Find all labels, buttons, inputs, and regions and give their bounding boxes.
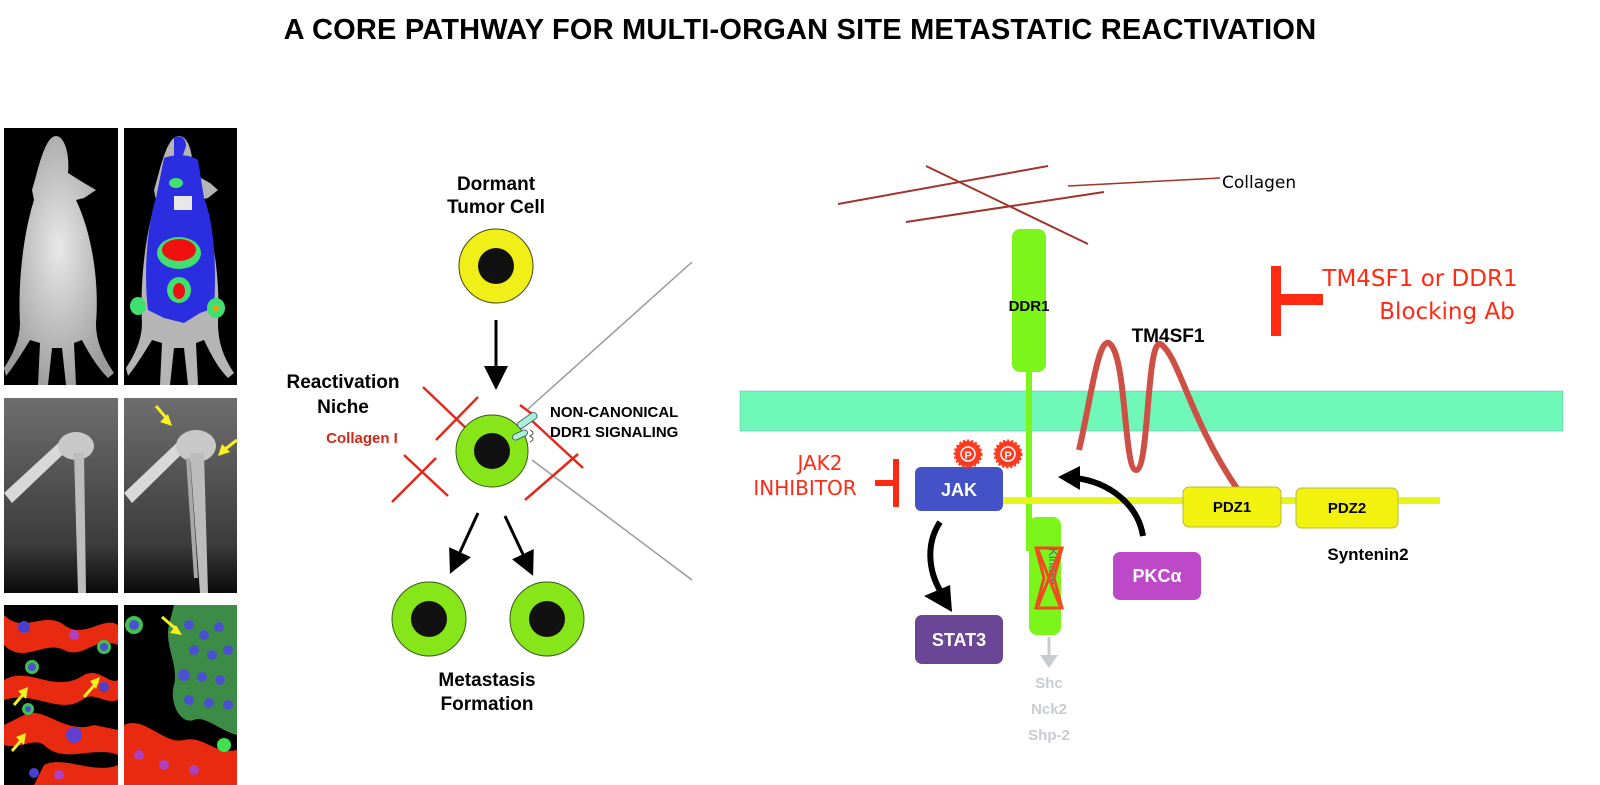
dormant-label-line2: Tumor Cell xyxy=(447,197,545,218)
lung-if-colony-image xyxy=(124,605,237,785)
ddr1-receptor-icon xyxy=(517,412,538,429)
mouse-bioluminescence-panel xyxy=(124,128,237,385)
pdz1-domain xyxy=(1182,486,1282,528)
tm4sf1-label: TM4SF1 xyxy=(1132,326,1205,347)
pdz1-label: PDZ1 xyxy=(1213,499,1251,516)
phospho-icon: P xyxy=(993,439,1023,469)
page-title: A CORE PATHWAY FOR MULTI-ORGAN SITE META… xyxy=(283,14,1317,46)
collagen-label: Collagen xyxy=(1222,173,1296,193)
collagen-fibers-extracellular xyxy=(837,165,1221,245)
reactivated-tumor-cell xyxy=(455,412,538,488)
arrow-to-metastasis-right xyxy=(503,515,534,576)
jak-box xyxy=(915,467,1003,511)
outcome-label-line2: Formation xyxy=(441,694,534,715)
blocking-ab-inhibitor-icon xyxy=(1271,266,1323,336)
xray-lesion-image xyxy=(124,398,237,593)
xray-control-panel xyxy=(4,398,118,593)
jak2-inhibitor-bar-icon xyxy=(875,459,899,507)
tm4sf1-mini-icon xyxy=(528,429,534,443)
arrow-jak-to-stat3 xyxy=(927,520,948,600)
phospho-icon: P xyxy=(953,439,983,469)
syntenin2-label: Syntenin2 xyxy=(1327,545,1408,564)
collagen-fibers xyxy=(391,386,584,503)
svg-text:P: P xyxy=(1004,450,1011,462)
jak-label: JAK xyxy=(941,480,977,500)
xray-lesion-panel xyxy=(124,398,237,593)
dormant-tumor-cell xyxy=(458,228,534,304)
svg-text:P: P xyxy=(964,450,971,462)
dormant-label-line1: Dormant xyxy=(457,174,536,195)
mouse-brightfield-panel xyxy=(4,128,118,385)
ddr1-label: DDR1 xyxy=(1009,298,1050,315)
collagen-i-label: Collagen I xyxy=(326,430,398,447)
mouse-brightfield-image xyxy=(4,136,114,385)
zoom-connector-line xyxy=(531,459,693,581)
metastasis-cell-left xyxy=(391,581,467,657)
lesion-arrow-icon xyxy=(154,405,172,426)
downstream-nck2: Nck2 xyxy=(1031,701,1067,718)
lung-if-colony-panel xyxy=(124,605,237,785)
stat3-label: STAT3 xyxy=(932,630,986,650)
downstream-shc: Shc xyxy=(1035,675,1063,692)
pdz2-domain xyxy=(1295,487,1399,529)
ddr1-transmembrane xyxy=(1026,371,1032,551)
ddr1-kinase-domain: Kinase xyxy=(1029,517,1064,635)
jak2-inhibitor-line1: JAK2 xyxy=(795,451,842,475)
metastasis-cell-right xyxy=(509,581,585,657)
downstream-shp2: Shp-2 xyxy=(1028,727,1070,744)
arrow-pkc-to-jak xyxy=(1074,475,1146,537)
xray-control-image xyxy=(4,398,118,593)
ddr1-extracellular-domain xyxy=(1012,229,1046,372)
arrow-to-metastasis-left xyxy=(449,512,480,574)
zoom-connector-line xyxy=(527,261,693,410)
blocking-label-line1: TM4SF1 or DDR1 xyxy=(1321,266,1517,292)
stat3-box xyxy=(915,615,1003,664)
tm4sf1-protein xyxy=(1076,339,1241,492)
pkc-alpha-label: PKCα xyxy=(1132,566,1181,586)
blocking-label-line2: Blocking Ab xyxy=(1379,299,1514,325)
niche-label-line2: Niche xyxy=(317,397,369,418)
signaling-label-line2: DDR1 SIGNALING xyxy=(550,424,678,441)
mouse-bioluminescence-image xyxy=(126,136,234,385)
lung-if-single-cells-panel xyxy=(4,605,118,785)
pkc-alpha-box xyxy=(1113,552,1201,600)
jak2-inhibitor-line2: INHIBITOR xyxy=(753,476,856,500)
kinase-blocked-x-icon xyxy=(1034,546,1064,610)
signaling-label-line1: NON-CANONICAL xyxy=(550,404,678,421)
lung-if-single-cells-image xyxy=(4,615,118,785)
colony-arrow-icon xyxy=(161,615,177,631)
lesion-arrow-icon xyxy=(218,438,237,456)
niche-label-line1: Reactivation xyxy=(287,372,400,393)
outcome-label-line1: Metastasis xyxy=(438,670,535,691)
pdz2-label: PDZ2 xyxy=(1328,500,1366,517)
